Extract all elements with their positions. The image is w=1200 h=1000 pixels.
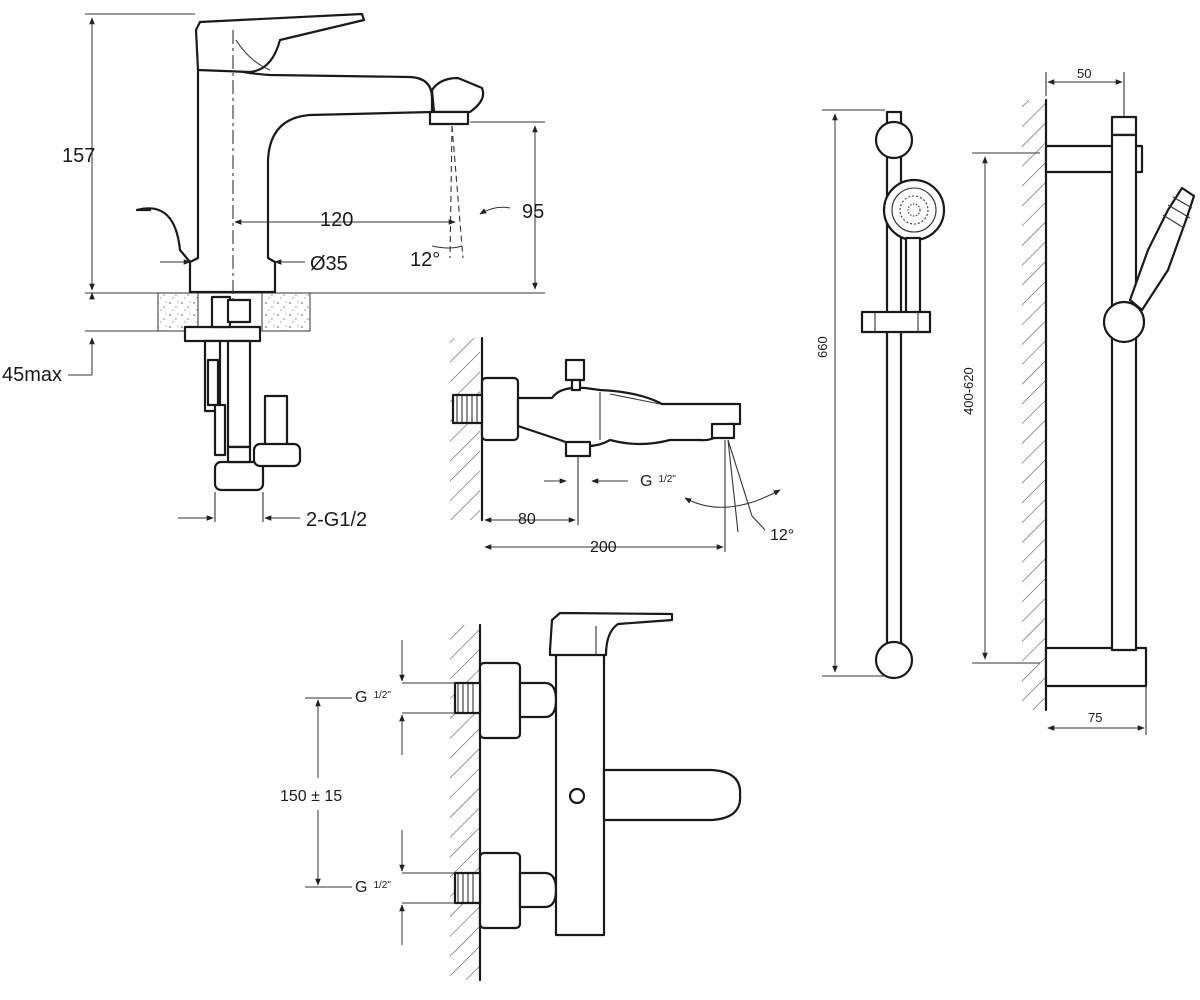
bath-mixer-lever [548,611,674,657]
bath-mixer-spout [602,768,742,822]
dim-wall-offset-50: 50 [1077,66,1091,81]
shower-rail-side-drawing: 50 75 [1022,66,1196,735]
dim-spout-height-95: 95 [522,201,544,223]
hand-shower-side [1128,186,1196,312]
dim-rail-length-660: 660 [815,336,830,358]
dim-spout-angle-12: 12° [770,527,794,544]
basin-mixer-drawing: 157 45max 120 95 12° Ø35 2-G1/2 [2,12,545,531]
dim-spout-angle: 12° [410,249,440,271]
bath-mixer-body [554,638,606,937]
rail-top-bracket [874,120,914,160]
rail-slider-side [1102,300,1146,344]
rail-bottom-bracket [874,640,914,680]
shower-rail-front-drawing: 660 400-620 [815,109,1040,680]
rail-side [1110,133,1138,652]
counter-top-right [261,292,311,332]
diverter-knob [564,358,586,382]
wall-flange [480,376,520,442]
mounting-nut [183,325,262,343]
hose-nut-right [252,442,302,468]
dim-fixing-centres: 400-620 [961,367,976,415]
hose-nut-left [213,460,265,492]
rail-slider [860,310,932,334]
dim-spout-offset-80: 80 [518,511,536,528]
bath-spout-body [516,386,742,448]
dim-centres-150: 150 ± 15 [280,788,342,805]
dim-body-diameter: Ø35 [310,253,348,275]
dim-spout-length-200: 200 [590,539,617,556]
dim-projection-120: 120 [320,209,353,231]
dim-height-157: 157 [62,145,95,167]
basin-mixer-lever [194,12,366,74]
dim-wall-offset-75: 75 [1088,710,1102,725]
hand-shower-head [882,178,946,242]
counter-top-left [157,292,199,332]
dim-deck-45max: 45max [2,364,62,386]
dim-connection: 2-G1/2 [306,509,367,531]
